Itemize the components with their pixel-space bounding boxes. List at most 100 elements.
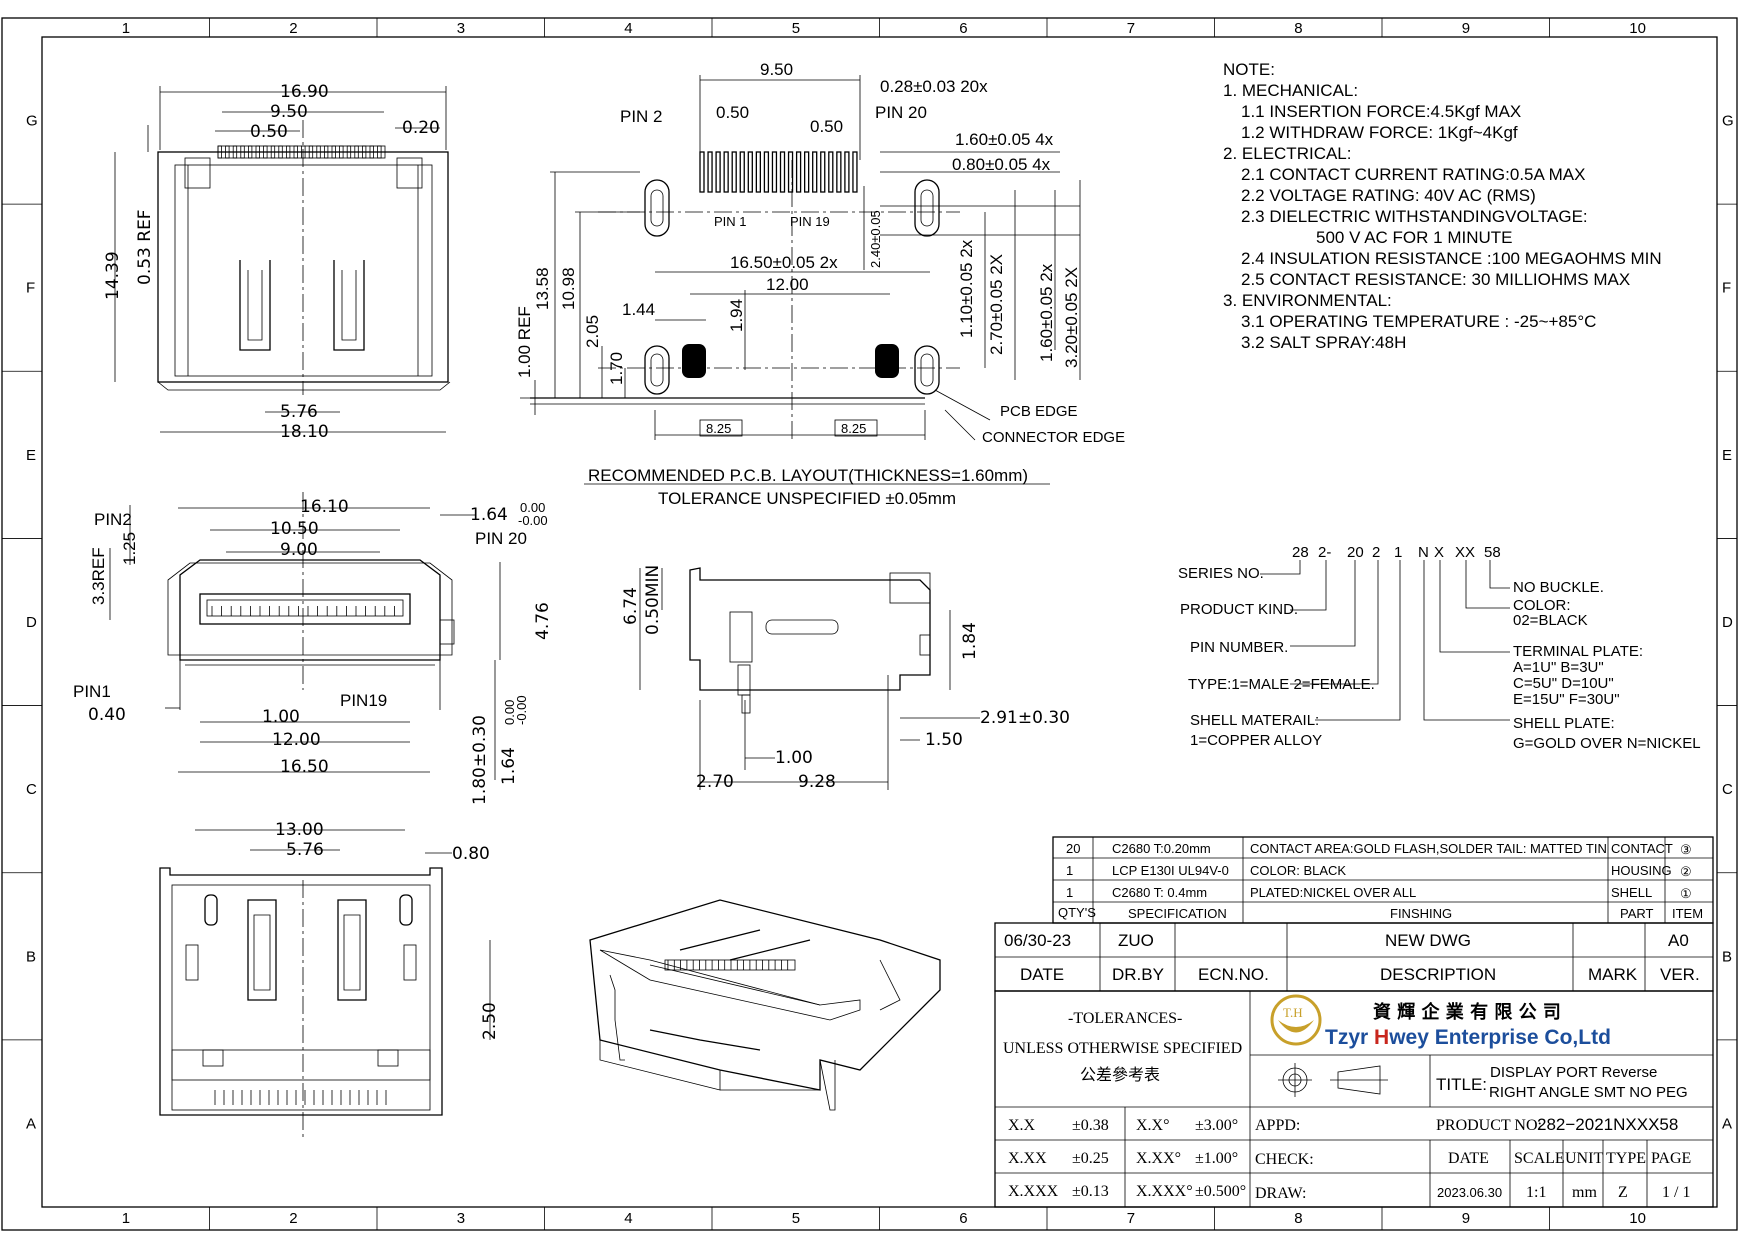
note-line: 2.3 DIELECTRIC WITHSTANDINGVOLTAGE: bbox=[1241, 207, 1588, 226]
top-pin bbox=[270, 145, 276, 159]
front-view-pins bbox=[211, 606, 395, 616]
zone-col-top: 4 bbox=[624, 20, 632, 37]
tol-d: ±3.00° bbox=[1195, 1117, 1238, 1134]
zone-col-bot: 9 bbox=[1462, 1210, 1470, 1227]
tol-a: X.X bbox=[1008, 1117, 1036, 1134]
pn-gold: G=GOLD OVER N=NICKEL bbox=[1513, 735, 1701, 752]
bom-h-finish: FINSHING bbox=[1390, 906, 1452, 921]
bom-spec: C2680 T:0.20mm bbox=[1112, 841, 1211, 856]
h-type: TYPE bbox=[1606, 1150, 1646, 1167]
note-line: 2.1 CONTACT CURRENT RATING:0.5A MAX bbox=[1241, 165, 1585, 184]
rev-date: 06/30-23 bbox=[1004, 931, 1071, 950]
note-line: 1. MECHANICAL: bbox=[1223, 81, 1358, 100]
pcb-dim-1650: 16.50±0.05 2x bbox=[730, 253, 838, 272]
pn-code: X bbox=[1434, 544, 1444, 561]
note-line: 3.1 OPERATING TEMPERATURE : -25~+85°C bbox=[1241, 312, 1596, 331]
pcb-dim-1098: 10.98 bbox=[559, 267, 578, 310]
top-pin bbox=[263, 145, 268, 159]
pn-terminal-2: C=5U" D=10U" bbox=[1513, 675, 1614, 692]
zone-row-right: B bbox=[1722, 948, 1732, 965]
pcb-pad bbox=[747, 151, 753, 193]
h-page: PAGE bbox=[1651, 1150, 1691, 1167]
front-dim-1200: 12.00 bbox=[272, 730, 321, 750]
top-dim-2: 9.50 bbox=[270, 102, 308, 122]
pcb-dim-1358: 13.58 bbox=[533, 267, 552, 310]
h-unit: UNIT bbox=[1565, 1150, 1603, 1167]
rev-ver: A0 bbox=[1668, 931, 1689, 950]
front-dim-164b: 1.64 bbox=[499, 747, 519, 785]
pn-code: 28 bbox=[1292, 544, 1309, 561]
side-dim-050min: 0.50MIN bbox=[643, 565, 663, 635]
product-no-label: PRODUCT NO: bbox=[1436, 1117, 1542, 1134]
front-dim-164-up: 0.00 bbox=[520, 500, 545, 515]
zone-row-left: A bbox=[26, 1115, 36, 1132]
zone-col-bot: 10 bbox=[1629, 1210, 1646, 1227]
side-dim-184: 1.84 bbox=[960, 622, 980, 660]
side-view: 6.74 0.50MIN 1.84 2.91±0.30 1.50 1.00 2.… bbox=[621, 565, 1070, 792]
bom-part: HOUSING bbox=[1611, 863, 1672, 878]
tol-b: ±0.13 bbox=[1072, 1183, 1109, 1200]
zone-col-top: 7 bbox=[1127, 20, 1135, 37]
side-dim-100: 1.00 bbox=[775, 748, 813, 768]
tol-title: -TOLERANCES- bbox=[1068, 1010, 1182, 1027]
company-en-h: H bbox=[1374, 1026, 1389, 1049]
note-line: 1.2 WITHDRAW FORCE: 1Kgf~4Kgf bbox=[1241, 123, 1518, 142]
front-pin1: PIN1 bbox=[73, 682, 111, 701]
zone-col-top: 2 bbox=[289, 20, 297, 37]
top-pin bbox=[293, 145, 298, 159]
front-dim-125: 1.25 bbox=[120, 532, 139, 565]
pcb-layout: 9.50 0.28±0.03 20x 0.50 0.50 PIN 2 PIN 2… bbox=[515, 60, 1125, 508]
pcb-dim-080: 0.80±0.05 4x bbox=[952, 155, 1051, 174]
pcb-dim-050b: 0.50 bbox=[810, 117, 843, 136]
bom-h-qty: QTY'S bbox=[1058, 905, 1096, 920]
title-line-1: DISPLAY PORT Reverse bbox=[1490, 1064, 1657, 1081]
pcb-dim-825b: 8.25 bbox=[841, 421, 866, 436]
pn-code: N bbox=[1418, 544, 1429, 561]
pcb-dim-950: 9.50 bbox=[760, 60, 793, 79]
rev-h-mark: MARK bbox=[1588, 965, 1638, 984]
notes-title: NOTE: bbox=[1223, 60, 1275, 79]
pn-copper: 1=COPPER ALLOY bbox=[1190, 732, 1322, 749]
tol-d: ±1.00° bbox=[1195, 1150, 1238, 1167]
pn-code: 1 bbox=[1394, 544, 1402, 561]
note-line: 3. ENVIRONMENTAL: bbox=[1223, 291, 1392, 310]
pcb-pad bbox=[707, 151, 713, 193]
top-dim-8: 18.10 bbox=[280, 422, 329, 442]
bom-spec: C2680 T: 0.4mm bbox=[1112, 885, 1207, 900]
tol-a: X.XX bbox=[1008, 1150, 1047, 1167]
front-dim-164b-lo: -0.00 bbox=[514, 695, 529, 725]
top-pin bbox=[361, 145, 367, 159]
bom-h-spec: SPECIFICATION bbox=[1128, 906, 1227, 921]
notes-block: NOTE: 1. MECHANICAL:1.1 INSERTION FORCE:… bbox=[1223, 60, 1662, 352]
top-pin bbox=[331, 145, 336, 159]
pcb-tolerance: TOLERANCE UNSPECIFIED ±0.05mm bbox=[658, 489, 956, 508]
pn-code: 58 bbox=[1484, 544, 1501, 561]
top-pin bbox=[354, 145, 359, 159]
pcb-dim-160: 1.60±0.05 4x bbox=[955, 130, 1054, 149]
bottom-dim-080: 0.80 bbox=[452, 844, 490, 864]
zone-col-bot: 8 bbox=[1294, 1210, 1302, 1227]
zone-col-bot: 5 bbox=[792, 1210, 800, 1227]
pcb-edge-label: PCB EDGE bbox=[1000, 403, 1078, 420]
note-line: 2.4 INSULATION RESISTANCE :100 MEGAOHMS … bbox=[1241, 249, 1662, 268]
v-unit: mm bbox=[1572, 1184, 1597, 1201]
bom-item: ② bbox=[1680, 864, 1692, 879]
pcb-dim-110: 1.10±0.05 2x bbox=[957, 239, 976, 338]
company-cn: 資 輝 企 業 有 限 公 司 bbox=[1373, 1001, 1561, 1023]
bom-h-item: ITEM bbox=[1672, 906, 1703, 921]
front-dim-164b-up: 0.00 bbox=[502, 700, 517, 725]
pn-buckle: NO BUCKLE. bbox=[1513, 579, 1604, 596]
isometric-pins bbox=[667, 960, 789, 970]
title-label: TITLE: bbox=[1436, 1075, 1487, 1094]
pcb-dim-270: 2.70±0.05 2X bbox=[987, 254, 1006, 355]
third-angle-projection-icon bbox=[1278, 1063, 1388, 1097]
top-pin bbox=[240, 145, 245, 159]
pcb-pad bbox=[715, 151, 721, 193]
zone-row-left: G bbox=[26, 113, 38, 130]
bom-h-part: PART bbox=[1620, 906, 1654, 921]
side-dim-150: 1.50 bbox=[925, 730, 963, 750]
top-pin bbox=[285, 145, 291, 159]
pcb-caption: RECOMMENDED P.C.B. LAYOUT(THICKNESS=1.60… bbox=[588, 466, 1028, 485]
